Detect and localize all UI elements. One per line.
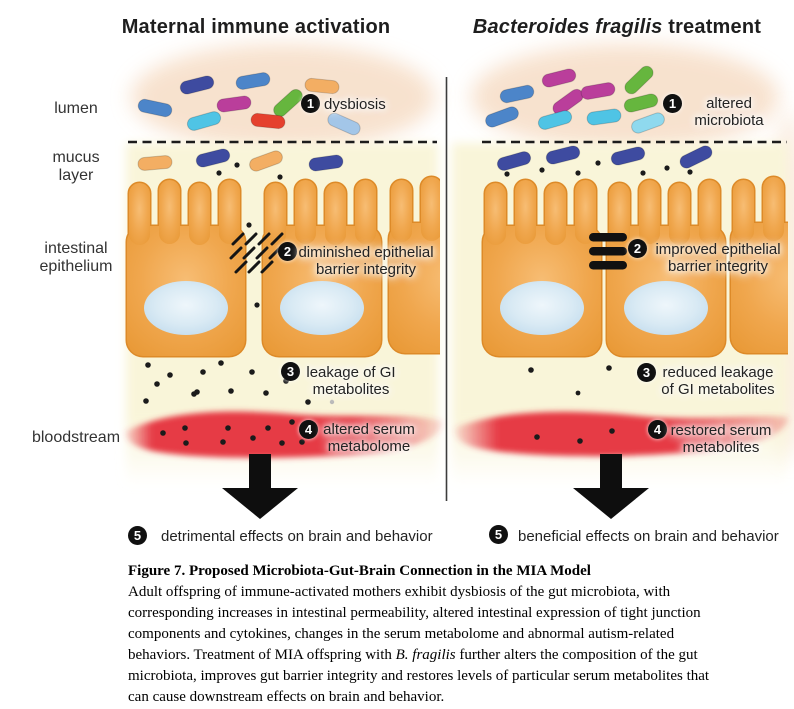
step-4-badge-left: 4: [299, 420, 318, 439]
tight-junction-bars-icon: [589, 233, 627, 270]
figure-caption: Figure 7. Proposed Microbiota-Gut-Brain …: [128, 561, 726, 708]
step-1-badge-right: 1: [663, 94, 682, 113]
step-3-badge-right: 3: [637, 363, 656, 382]
downstream-arrow-left: [222, 454, 298, 519]
epithelial-cells-right: [483, 177, 794, 356]
bloodstream-band-left: [125, 411, 443, 458]
step-5-label-left: detrimental effects on brain and behavio…: [161, 528, 433, 545]
epithelial-cells-left: [127, 177, 507, 356]
metabolite-dots-left: [143, 162, 335, 446]
caption-body-before: Adult offspring of immune-activated moth…: [128, 584, 701, 663]
step-2-badge-left: 2: [278, 242, 297, 261]
step-4-label-left: altered serum metabolome: [323, 421, 415, 455]
step-2-label-right: improved epithelial barrier integrity: [655, 241, 781, 275]
left-panel-title: Maternal immune activation: [121, 16, 391, 38]
downstream-arrow-right: [573, 454, 649, 519]
bloodstream-band-right: [455, 411, 789, 457]
step-5-badge-left: 5: [128, 526, 147, 545]
broken-tight-junction-icon: [229, 232, 284, 274]
step-1-label-right: altered microbiota: [694, 95, 764, 129]
right-panel-title: Bacteroides fragilis treatment: [452, 16, 782, 39]
layer-label-epithelium: intestinal epithelium: [39, 240, 113, 275]
step-3-badge-left: 3: [281, 362, 300, 381]
caption-heading: Figure 7. Proposed Microbiota-Gut-Brain …: [128, 563, 591, 579]
caption-body-italic-species: B. fragilis: [395, 647, 456, 663]
step-2-badge-right: 2: [628, 239, 647, 258]
metabolite-dots-right: [504, 160, 693, 444]
right-panel-title-italic: Bacteroides fragilis: [472, 16, 663, 38]
step-4-label-right: restored serum metabolites: [670, 422, 772, 456]
step-1-label-left: dysbiosis: [324, 96, 386, 113]
step-3-label-right: reduced leakage of GI metabolites: [661, 364, 775, 398]
right-panel-title-rest: treatment: [662, 16, 762, 38]
step-4-badge-right: 4: [648, 420, 667, 439]
step-3-label-left: leakage of GI metabolites: [306, 364, 396, 398]
caption-body-after: further alters the composition of the gu…: [128, 647, 710, 705]
caption-body: Adult offspring of immune-activated moth…: [128, 582, 726, 708]
layer-label-bloodstream: bloodstream: [31, 429, 121, 446]
layer-label-mucus: mucus layer: [52, 149, 100, 184]
step-5-badge-right: 5: [489, 525, 508, 544]
step-1-badge-left: 1: [301, 94, 320, 113]
step-5-label-right: beneficial effects on brain and behavior: [518, 528, 779, 545]
layer-label-lumen: lumen: [54, 100, 98, 117]
diagram-graphics: [0, 44, 794, 519]
step-2-label-left: diminished epithelial barrier integrity: [298, 244, 434, 278]
